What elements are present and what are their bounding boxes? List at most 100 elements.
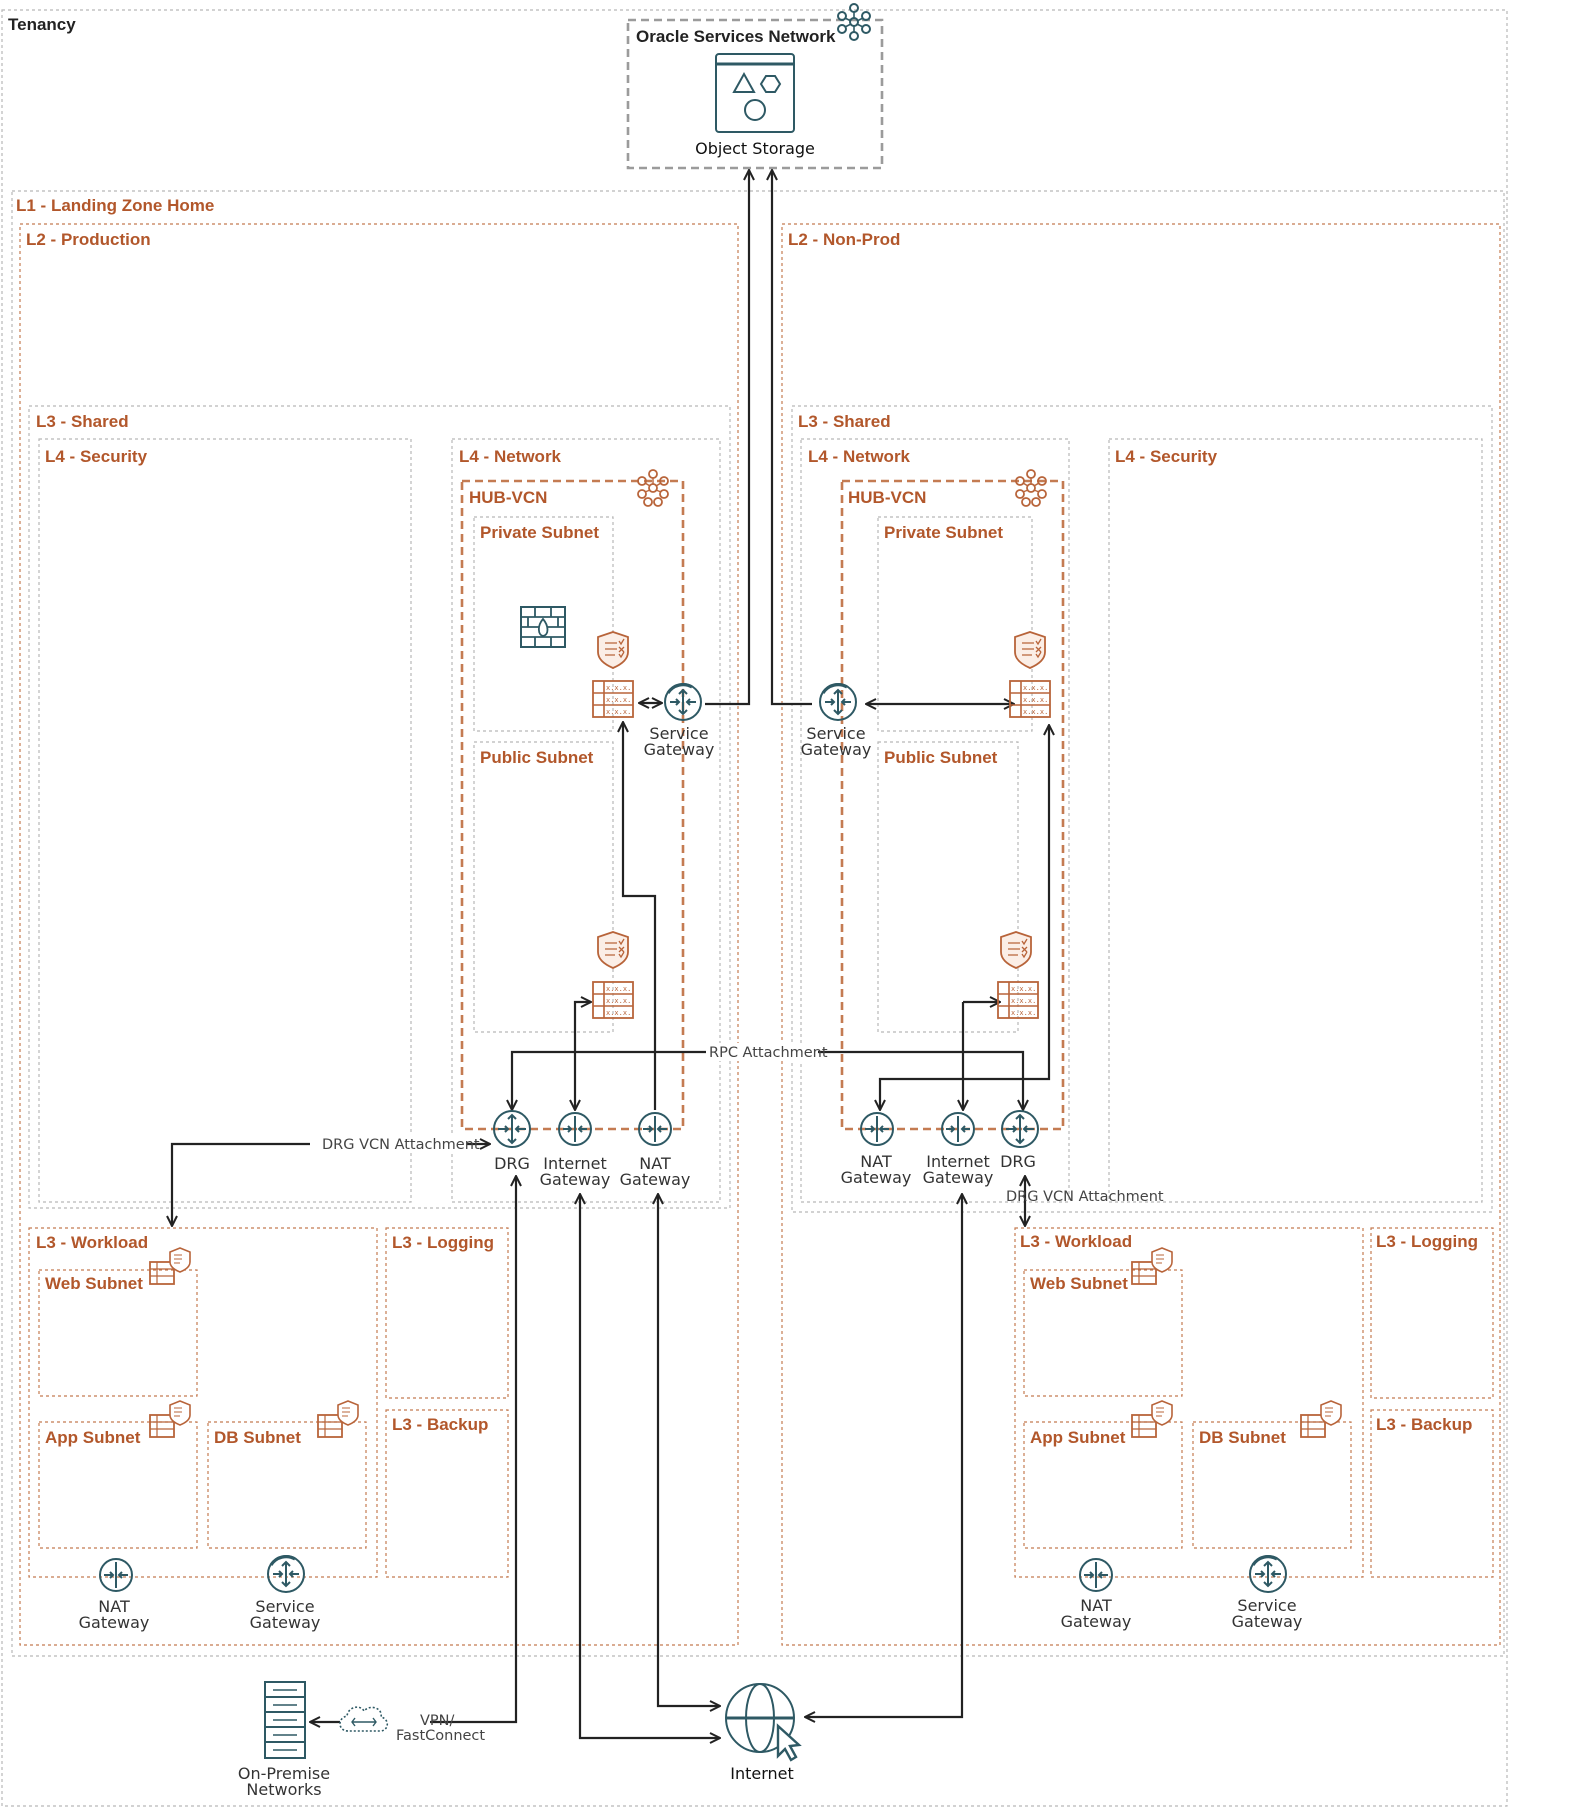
prod-wl-nat-label-2: Gateway [79,1613,150,1632]
osn-label: Oracle Services Network [636,27,836,46]
tenancy-box: Tenancy [1,9,1508,1807]
prod-wl-sg-label-1: Service [255,1597,314,1616]
nonprod-hub-vcn-label: HUB-VCN [848,488,926,507]
production-label: L2 - Production [26,230,151,249]
nonprod-nat-label-1: NAT [860,1152,892,1171]
internet-label: Internet [730,1764,794,1783]
prod-ig-to-public-rt [573,1002,591,1050]
nonprod-public-security-list-icon [1000,931,1032,969]
prod-drg-to-vpn [430,1176,516,1724]
prod-ig-label-2: Gateway [540,1170,611,1189]
nonprod-sg-label-2: Gateway [801,740,872,759]
nonprod-drg-vcn-label: DRG VCN Attachment [1006,1189,1164,1205]
prod-sg-label-1: Service [649,724,708,743]
prod-backup-label: L3 - Backup [392,1415,488,1434]
prod-nat-to-internet [658,1194,720,1706]
vpn-cloud-icon [339,1706,389,1732]
osn-box: Oracle Services Network Object Storage [626,3,884,170]
nonprod-public-subnet-label: Public Subnet [884,748,998,767]
prod-private-subnet-label: Private Subnet [480,523,599,542]
prod-sg-label-2: Gateway [644,740,715,759]
prod-private-route-table-icon [592,680,634,718]
production-compartment: L2 - Production L3 - Shared L4 - Securit… [19,223,739,1646]
nonprod-drg-icon [1001,1110,1039,1148]
nonprod-wl-sg-label-2: Gateway [1232,1612,1303,1631]
prod-ig-to-internet [580,1194,720,1738]
prod-drg-icon [493,1110,531,1148]
prod-workload-service-gateway-icon [266,1554,306,1594]
nonprod-workload-service-gateway-icon [1248,1554,1288,1594]
prod-db-subnet-security-icon [317,1400,359,1438]
nonprod-workload-label: L3 - Workload [1020,1232,1132,1251]
firewall-icon [520,606,566,648]
nonprod-nat-label-2: Gateway [841,1168,912,1187]
nonprod-wl-nat-label-1: NAT [1080,1596,1112,1615]
prod-workload-nat-gateway-icon [99,1558,133,1592]
nonprod-sg-to-object-storage [772,170,812,706]
nonprod-workload-nat-gateway-icon [1079,1558,1113,1592]
nonprod-app-subnet-security-icon [1131,1400,1173,1438]
prod-logging-label: L3 - Logging [392,1233,494,1252]
globe-cursor-icon [725,1683,802,1762]
prod-db-subnet-label: DB Subnet [214,1428,301,1447]
landing-zone-box: L1 - Landing Zone Home [11,190,1505,1657]
connection-labels: RPC Attachment DRG VCN Attachment DRG VC… [312,1043,1164,1744]
prod-shared-label: L3 - Shared [36,412,129,431]
prod-private-security-list-icon [597,631,629,669]
prod-drg-label: DRG [494,1154,530,1173]
nonprod-nat-to-private-rt [963,725,1049,1081]
prod-web-subnet-label: Web Subnet [45,1274,143,1293]
nonprod-logging-label: L3 - Logging [1376,1232,1478,1251]
prod-wl-nat-label-1: NAT [98,1597,130,1616]
rpc-to-nonprod-drg [818,1050,1023,1110]
onprem-label-2: Networks [246,1780,321,1799]
prod-web-subnet-security-icon [149,1247,191,1285]
nonprod-db-subnet-label: DB Subnet [1199,1428,1286,1447]
nonprod-ig-to-internet [805,1194,962,1717]
nonprod-to-nat [880,1077,963,1110]
prod-security-label: L4 - Security [45,447,148,466]
nonprod-label: L2 - Non-Prod [788,230,900,249]
nonprod-private-subnet-label: Private Subnet [884,523,1003,542]
prod-sg-to-object-storage [705,170,749,706]
object-storage-label: Object Storage [695,139,815,158]
nonprod-private-security-list-icon [1014,631,1046,669]
nonprod-vcn-icon [1015,469,1047,507]
nonprod-ig-label-2: Gateway [923,1168,994,1187]
prod-public-security-list-icon [597,931,629,969]
prod-vcn-icon [637,469,669,507]
vpn-label-1: VPN/ [420,1713,455,1729]
nonprod-shared-label: L3 - Shared [798,412,891,431]
prod-nat-gateway-icon [638,1112,672,1146]
nonprod-drg-label: DRG [1000,1152,1036,1171]
object-storage-icon [715,53,795,133]
prod-drg-vcn-label: DRG VCN Attachment [322,1137,480,1153]
nonprod-db-subnet-security-icon [1300,1400,1342,1438]
connection-lines [172,170,1049,1738]
prod-workload-label: L3 - Workload [36,1233,148,1252]
nonprod-private-route-table-icon [1009,680,1051,718]
nonprod-wl-sg-label-1: Service [1237,1596,1296,1615]
prod-hub-vcn-label: HUB-VCN [469,488,547,507]
vpn-label-2: FastConnect [396,1728,485,1744]
nonprod-ig-label-1: Internet [926,1152,990,1171]
server-rack-icon [264,1681,306,1759]
nonprod-web-subnet-label: Web Subnet [1030,1274,1128,1293]
nonprod-network-label: L4 - Network [808,447,911,466]
nonprod-sg-label-1: Service [806,724,865,743]
prod-nat-label-1: NAT [639,1154,671,1173]
prod-app-subnet-label: App Subnet [45,1428,141,1447]
nonprod-wl-nat-label-2: Gateway [1061,1612,1132,1631]
prod-nat-label-2: Gateway [620,1170,691,1189]
nonprod-compartment: L2 - Non-Prod L3 - Shared L4 - Network L… [781,223,1501,1646]
onprem-label-1: On-Premise [238,1764,330,1783]
landing-zone-label: L1 - Landing Zone Home [16,196,214,215]
prod-app-subnet-security-icon [149,1400,191,1438]
nonprod-service-gateway-icon [818,682,858,722]
prod-nat-to-private-rt [623,722,657,1110]
nonprod-security-label: L4 - Security [1115,447,1218,466]
nonprod-nat-gateway-icon [860,1112,894,1146]
nonprod-web-subnet-security-icon [1131,1247,1173,1285]
